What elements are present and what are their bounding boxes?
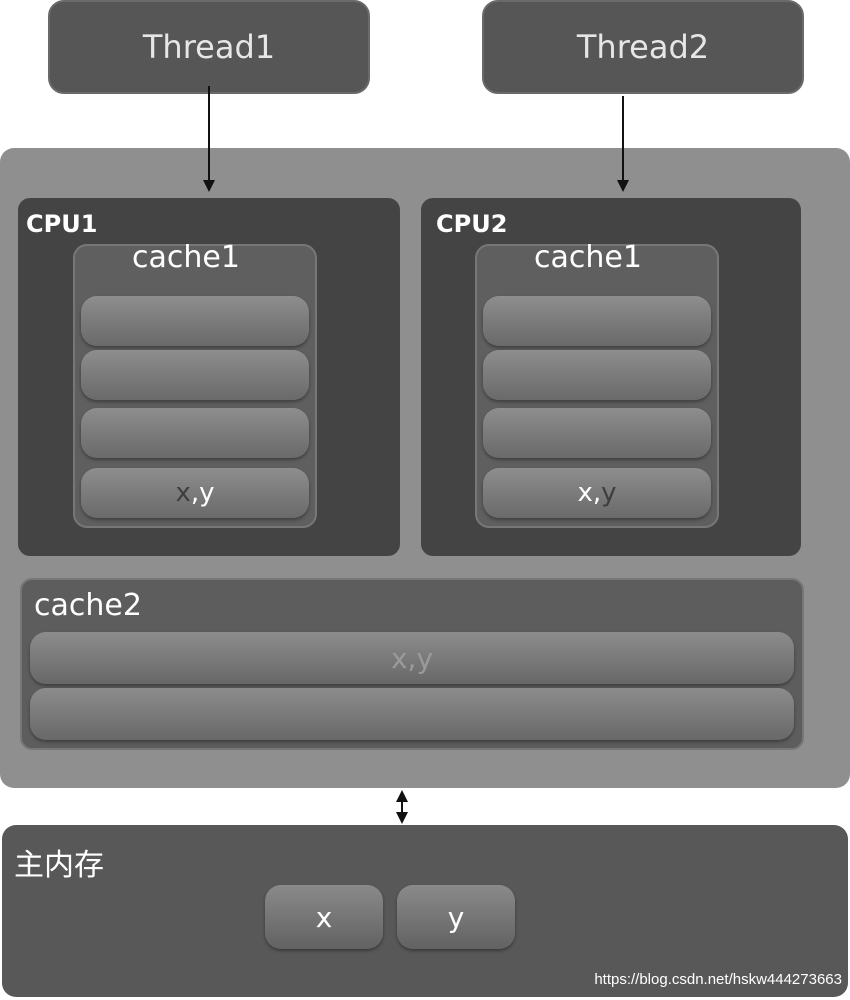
- cpu1-label: CPU1: [26, 210, 98, 238]
- main-memory-cell-y-label: y: [447, 900, 465, 934]
- thread2-arrow-line: [622, 96, 624, 182]
- cpu1-cache-line-4: x,y: [81, 468, 309, 518]
- cpu2-cache-line-2: [483, 350, 711, 400]
- thread1-arrow-head: [203, 180, 215, 192]
- cpu1-var-sep: ,: [190, 478, 200, 508]
- memory-arrow-line: [401, 800, 403, 816]
- cache2-line-2: [30, 688, 794, 740]
- cpu2-cache-line-3: [483, 408, 711, 458]
- cpu2-var-sep: ,: [592, 478, 602, 508]
- cache2-title: cache2: [34, 588, 142, 623]
- thread2-box: Thread2: [482, 0, 804, 94]
- cpu1-cache-line-1: [81, 296, 309, 346]
- cpu2-cache-line-4: x,y: [483, 468, 711, 518]
- cpu2-var-x: x: [577, 478, 593, 508]
- cache2-line-1-value: x,y: [390, 641, 434, 675]
- cache2-line-1: x,y: [30, 632, 794, 684]
- main-memory-cell-x: x: [265, 885, 383, 949]
- cpu1-cache-line-2: [81, 350, 309, 400]
- thread2-arrow-head: [617, 180, 629, 192]
- main-memory-cell-y: y: [397, 885, 515, 949]
- main-memory-cell-x-label: x: [315, 900, 333, 934]
- cpu2-cache-line-1: [483, 296, 711, 346]
- cpu2-var-y: y: [601, 478, 617, 508]
- cpu1-var-x: x: [175, 478, 191, 508]
- cpu1-cache-line-3: [81, 408, 309, 458]
- cpu2-label: CPU2: [436, 210, 508, 238]
- cpu1-cache1-title: cache1: [132, 240, 240, 275]
- thread1-label: Thread1: [142, 28, 276, 66]
- thread2-label: Thread2: [576, 28, 710, 66]
- cpu2-cache1-title: cache1: [534, 240, 642, 275]
- cpu1-var-y: y: [199, 478, 215, 508]
- memory-arrow-head-down: [396, 812, 408, 824]
- main-memory-label: 主内存: [14, 848, 104, 883]
- thread1-arrow-line: [208, 86, 210, 182]
- watermark: https://blog.csdn.net/hskw444273663: [594, 971, 842, 988]
- thread1-box: Thread1: [48, 0, 370, 94]
- memory-arrow-head-up: [396, 790, 408, 802]
